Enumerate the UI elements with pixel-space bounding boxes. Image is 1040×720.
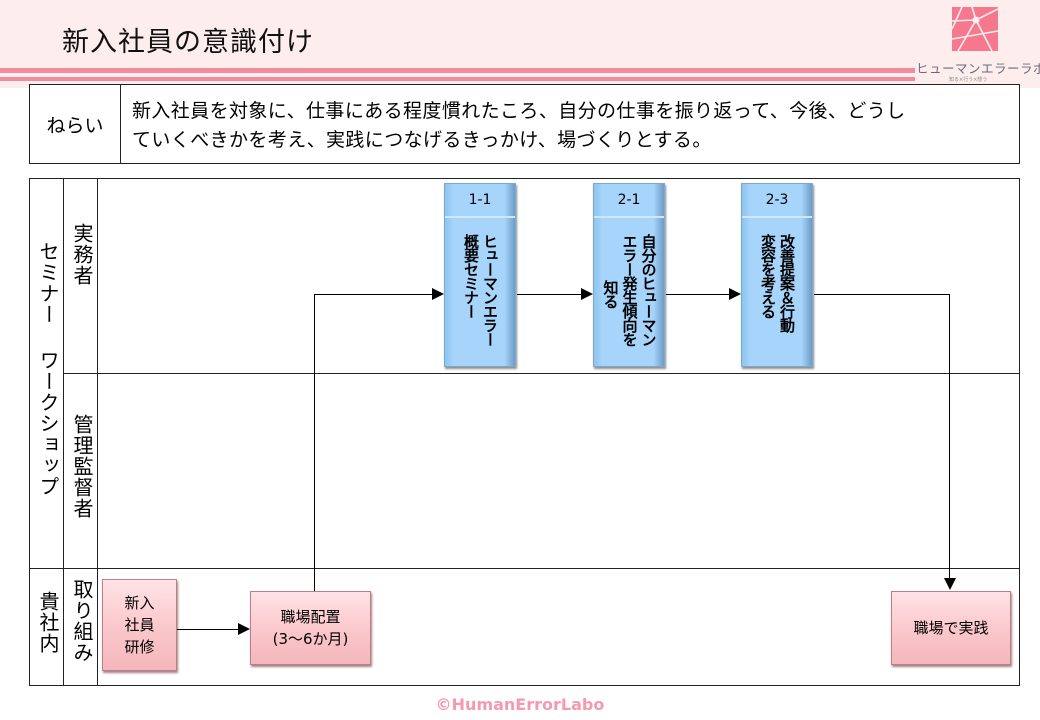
brand-name: ヒューマンエラーラボ	[916, 61, 1040, 76]
module-title-line: 概要セミナー	[462, 234, 480, 318]
arrow-placement-to-1-1	[314, 294, 434, 295]
arrow-placement-up	[314, 294, 315, 591]
brand-logo-icon	[952, 7, 998, 51]
arrow-head-icon	[432, 288, 444, 300]
module-title-line: 自分のヒューマン	[639, 234, 658, 346]
arrow-training-to-placement	[177, 629, 240, 630]
page-title: 新入社員の意識付け	[62, 27, 314, 58]
arrow-2-3-down-to-practice	[949, 294, 950, 580]
module-1-1[interactable]: 1-1 概要セミナー ヒューマンエラー	[444, 183, 516, 367]
step-practice-at-workplace[interactable]: 職場で実践	[891, 591, 1011, 665]
swimlane-diagram: セミナー ワークショップ 実務者 管理監督者 貴社内 取り組み 1-1 概要セミ…	[29, 178, 1020, 686]
lane-label-manager: 管理監督者	[70, 414, 94, 519]
module-title-line: エラー発生傾向を	[620, 234, 639, 346]
module-id: 2-3	[742, 184, 812, 218]
header-banner	[0, 0, 1040, 88]
aim-text-line-1: 新入社員を対象に、仕事にある程度慣れたころ、自分の仕事を振り返って、今後、どうし	[132, 100, 906, 122]
aim-table: ねらい 新入社員を対象に、仕事にある程度慣れたころ、自分の仕事を振り返って、今後…	[29, 84, 1020, 164]
module-title-line: 知る	[601, 280, 620, 308]
arrow-head-icon	[238, 623, 250, 635]
header-stripe-top	[0, 68, 915, 73]
lane-label-company: 取り組み	[70, 579, 94, 663]
divider-staff-manager	[63, 373, 1020, 374]
arrow-1-1-to-2-1	[517, 294, 583, 295]
placement-duration: (3～6か月)	[272, 630, 349, 648]
group-label-seminar: セミナー ワークショップ	[36, 241, 60, 497]
arrow-2-1-to-2-3	[666, 294, 731, 295]
copyright: ©HumanErrorLabo	[435, 695, 605, 714]
arrow-2-3-right	[814, 294, 950, 295]
aim-label: ねらい	[30, 85, 121, 163]
arrow-head-icon	[729, 288, 741, 300]
module-2-3[interactable]: 2-3 変容を考える 改善提案＆行動	[741, 183, 813, 367]
step-workplace-placement[interactable]: 職場配置 (3～6か月)	[250, 591, 371, 665]
module-title-line: ヒューマンエラー	[481, 234, 499, 346]
arrow-head-icon	[581, 288, 593, 300]
placement-title: 職場配置	[280, 608, 341, 626]
module-title-line: 変容を考える	[759, 234, 777, 318]
header-stripe-bottom	[0, 77, 915, 81]
module-2-1[interactable]: 2-1 知る エラー発生傾向を 自分のヒューマン	[593, 183, 665, 367]
step-new-employee-training[interactable]: 新入 社員 研修	[102, 579, 177, 671]
module-title-line: 改善提案＆行動	[778, 234, 796, 332]
module-id: 2-1	[594, 184, 664, 218]
divider-lane-column	[97, 179, 98, 685]
divider-group-column	[63, 179, 64, 685]
divider-seminar-company	[30, 568, 1020, 569]
aim-text: 新入社員を対象に、仕事にある程度慣れたころ、自分の仕事を振り返って、今後、どうし…	[121, 85, 1019, 163]
group-label-company: 貴社内	[36, 591, 60, 654]
module-id: 1-1	[445, 184, 515, 218]
aim-text-line-2: ていくべきかを考え、実践につなげるきっかけ、場づくりとする。	[132, 129, 712, 151]
brand-tagline: 知る×行う×想う	[949, 77, 988, 83]
lane-label-staff: 実務者	[70, 223, 94, 286]
arrow-head-icon	[944, 578, 956, 590]
